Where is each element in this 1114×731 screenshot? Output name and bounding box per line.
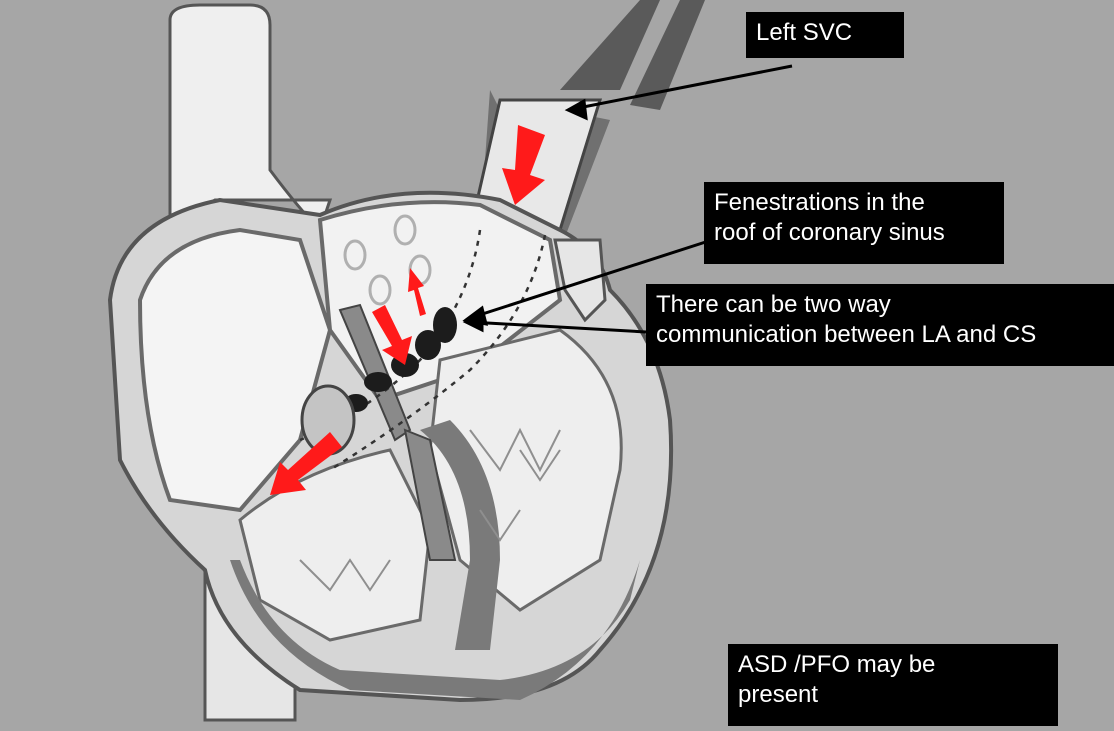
aorta-vessel: [170, 5, 330, 230]
two-way-communication-label: There can be two way communication betwe…: [646, 284, 1114, 366]
fenestrations-line1: Fenestrations in the: [714, 188, 994, 218]
two-way-line1: There can be two way: [656, 290, 1104, 320]
fenestrations-label: Fenestrations in the roof of coronary si…: [704, 182, 1004, 264]
left-svc-text: Left SVC: [756, 18, 894, 48]
two-way-line2: communication between LA and CS: [656, 320, 1104, 350]
asd-pfo-line1: ASD /PFO may be: [738, 650, 1048, 680]
left-svc-label: Left SVC: [746, 12, 904, 58]
asd-pfo-line2: present: [738, 680, 1048, 710]
fenestrations-line2: roof of coronary sinus: [714, 218, 994, 248]
asd-pfo-label: ASD /PFO may be present: [728, 644, 1058, 726]
